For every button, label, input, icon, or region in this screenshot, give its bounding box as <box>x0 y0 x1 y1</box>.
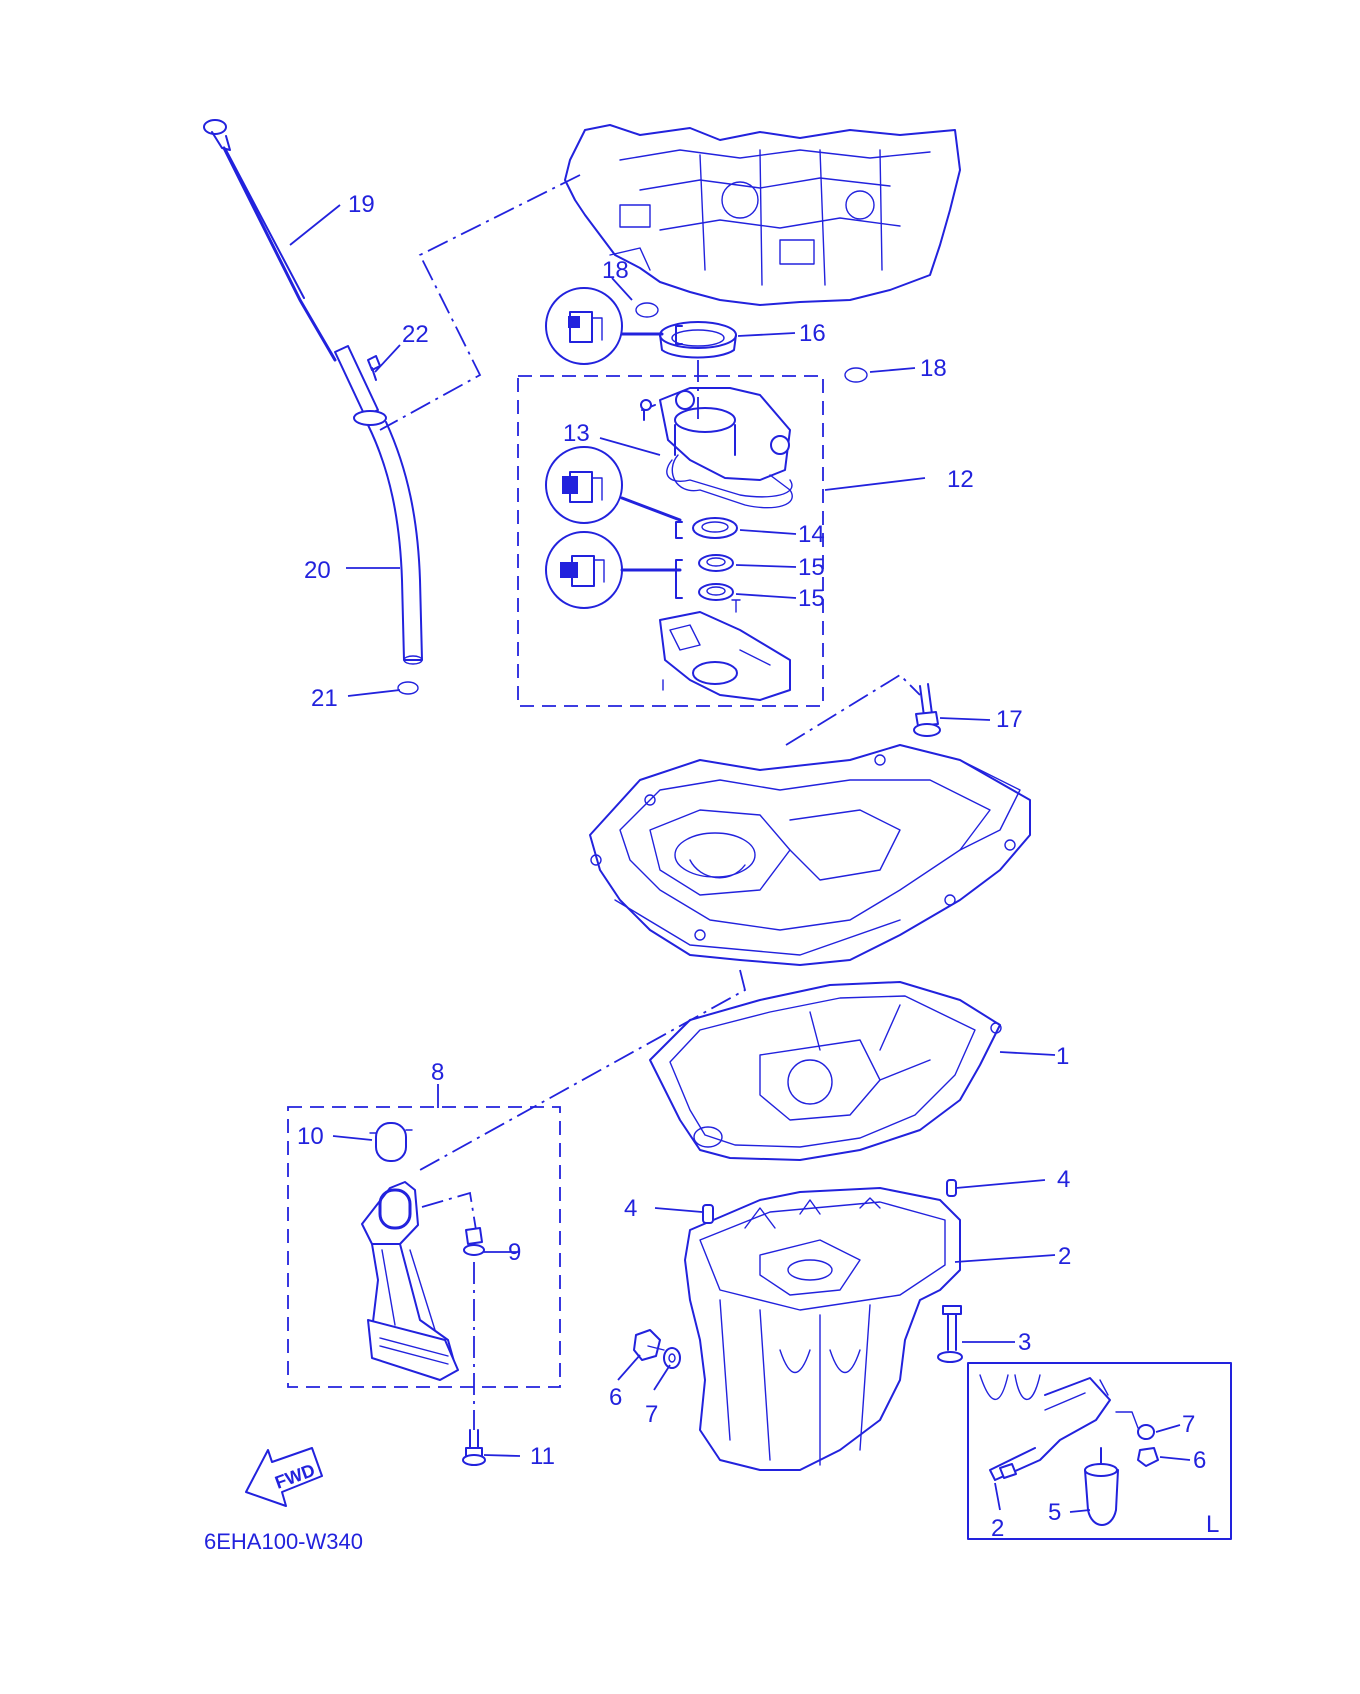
leader-lines <box>289 204 1191 1513</box>
o-ring-18a <box>635 302 659 318</box>
callout-20: 20 <box>304 557 331 584</box>
oil-seal-14 <box>692 517 738 539</box>
callout-6a: 6 <box>609 1384 622 1411</box>
upper-casing <box>589 744 1031 966</box>
callout-1: 1 <box>1056 1043 1069 1070</box>
exhaust-guide-housing <box>640 387 793 498</box>
bolt-17 <box>913 683 941 737</box>
diagram-code: 6EHA100-W340 <box>204 1529 363 1554</box>
callout-17: 17 <box>996 706 1023 733</box>
oil-pan <box>684 1187 961 1471</box>
oil-seal-15a <box>698 554 734 572</box>
dowel-pin-4b <box>946 1179 957 1197</box>
sealant-detail-icon <box>545 446 682 524</box>
callout-10: 10 <box>297 1123 324 1150</box>
oil-strainer <box>361 1181 477 1381</box>
dowel-pin-4a <box>702 1204 714 1224</box>
callout-13: 13 <box>563 420 590 447</box>
oil-strainer-box <box>287 1106 561 1388</box>
callout-16: 16 <box>799 320 826 347</box>
sealant-detail-icon <box>545 287 664 365</box>
callout-12: 12 <box>947 466 974 493</box>
engine-block <box>564 124 961 306</box>
drain-plug-6 <box>633 1329 665 1361</box>
bolt-11 <box>462 1429 486 1466</box>
exhaust-guide-lower <box>659 611 791 701</box>
callout-2-inset: 2 <box>991 1515 1004 1542</box>
dipstick-assembly <box>203 119 423 695</box>
callout-4a: 4 <box>624 1195 637 1222</box>
fwd-arrow-icon: FWD <box>245 1447 323 1507</box>
sealant-detail-icon <box>545 531 682 609</box>
guide-line-guide-casing <box>785 673 921 746</box>
callout-15b: 15 <box>798 585 825 612</box>
exhaust-guide-box <box>517 375 824 707</box>
callout-5: 5 <box>1048 1499 1061 1526</box>
o-ring-18b <box>844 367 868 383</box>
inset-label: L <box>1206 1511 1219 1538</box>
callout-numbers: 1 2 3 4 4 5 6 6 7 7 8 9 10 11 12 13 14 1… <box>297 191 1219 1542</box>
o-ring-10 <box>369 1122 413 1162</box>
callout-19: 19 <box>348 191 375 218</box>
washer-7 <box>663 1347 681 1369</box>
guide-line-block-dipstick <box>379 174 581 431</box>
detail-inset <box>967 1362 1232 1540</box>
callout-3: 3 <box>1018 1329 1031 1356</box>
callout-6b: 6 <box>1193 1447 1206 1474</box>
callout-18b: 18 <box>920 355 947 382</box>
callout-4b: 4 <box>1057 1166 1070 1193</box>
callout-14: 14 <box>798 521 825 548</box>
callout-9: 9 <box>508 1239 521 1266</box>
callout-21: 21 <box>311 685 338 712</box>
gasket-13 <box>671 454 793 509</box>
oil-seal-15b <box>698 583 734 601</box>
callout-18a: 18 <box>602 257 629 284</box>
callout-8: 8 <box>431 1059 444 1086</box>
callout-2: 2 <box>1058 1243 1071 1270</box>
gasket-1 <box>649 981 1002 1161</box>
oil-seal-16 <box>659 321 737 359</box>
callout-15a: 15 <box>798 554 825 581</box>
bolt-3 <box>937 1305 963 1363</box>
callout-22: 22 <box>402 321 429 348</box>
guide-line-casing-pan <box>419 969 747 1171</box>
callout-7b: 7 <box>1182 1411 1195 1438</box>
bolt-9 <box>463 1227 485 1256</box>
callout-7a: 7 <box>645 1401 658 1428</box>
callout-11: 11 <box>530 1443 555 1470</box>
